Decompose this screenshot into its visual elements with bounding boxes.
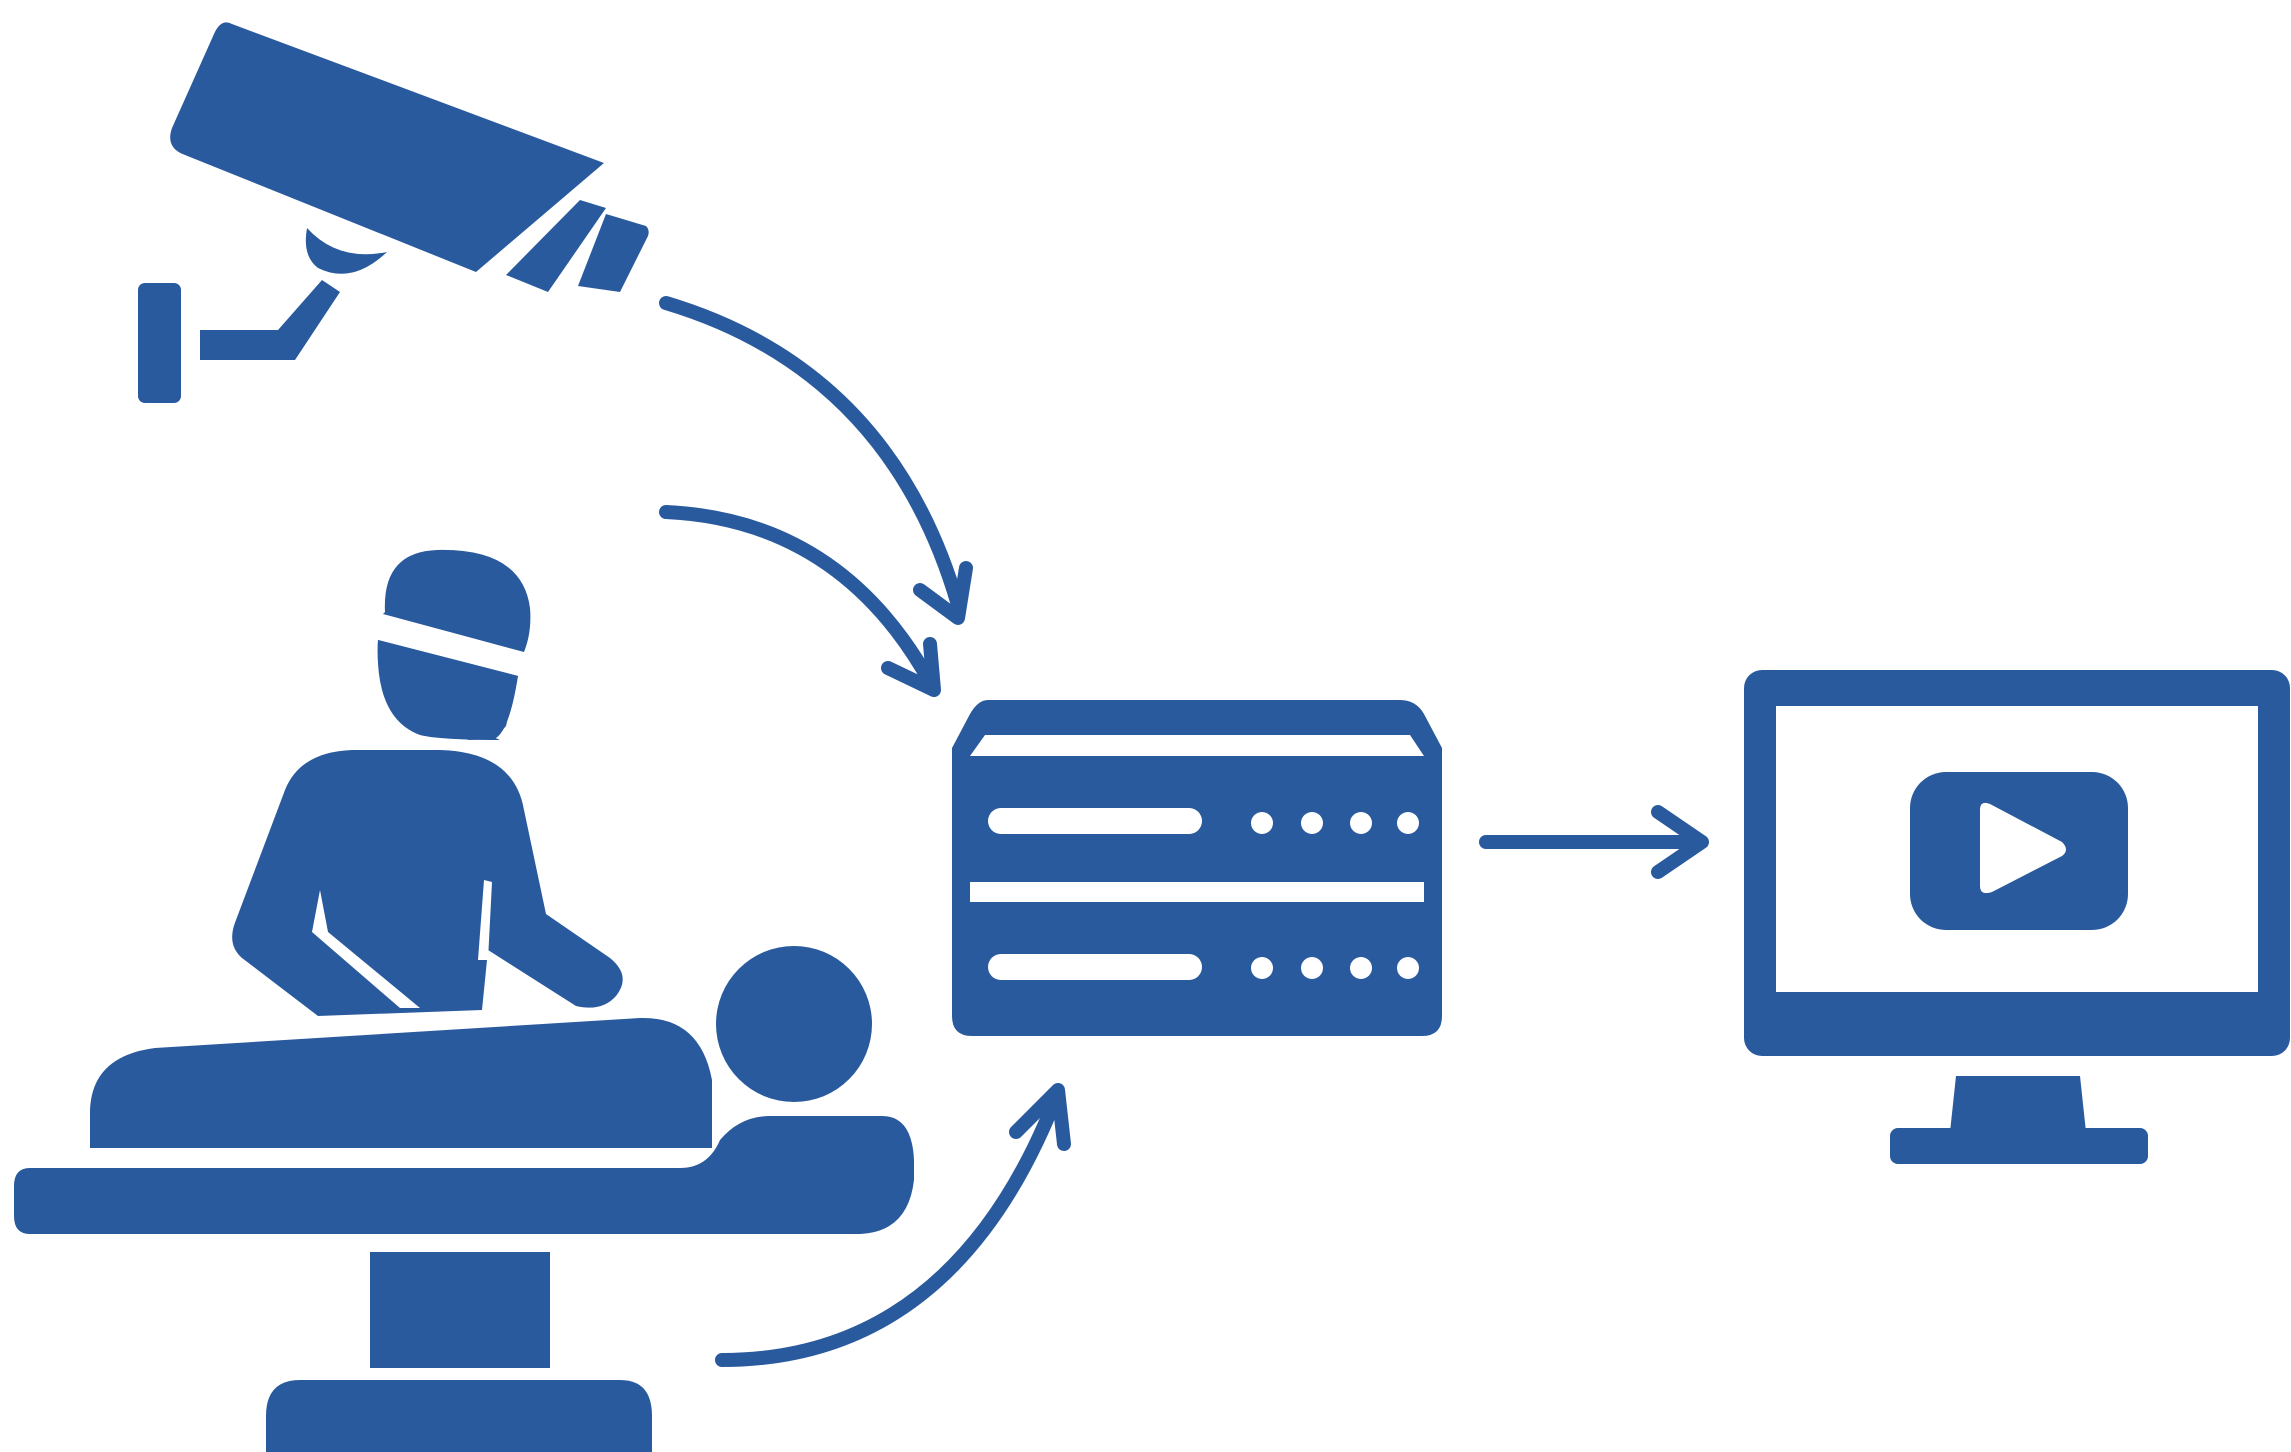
- surgeon-icon: [232, 549, 623, 1016]
- video-recorder-icon: [952, 700, 1442, 1036]
- arrow-surgeon-to-recorder: [659, 505, 941, 697]
- play-icon: [1980, 802, 2066, 894]
- arrow-camera-to-recorder: [659, 296, 973, 625]
- patient-on-table-icon: [14, 946, 914, 1452]
- arrow-recorder-to-monitor: [1479, 805, 1709, 879]
- security-camera-icon: [138, 22, 649, 403]
- monitor-icon: [1744, 670, 2290, 1164]
- surgeon-arm-detail: [312, 880, 492, 1008]
- arrow-patient-to-recorder: [715, 1083, 1071, 1367]
